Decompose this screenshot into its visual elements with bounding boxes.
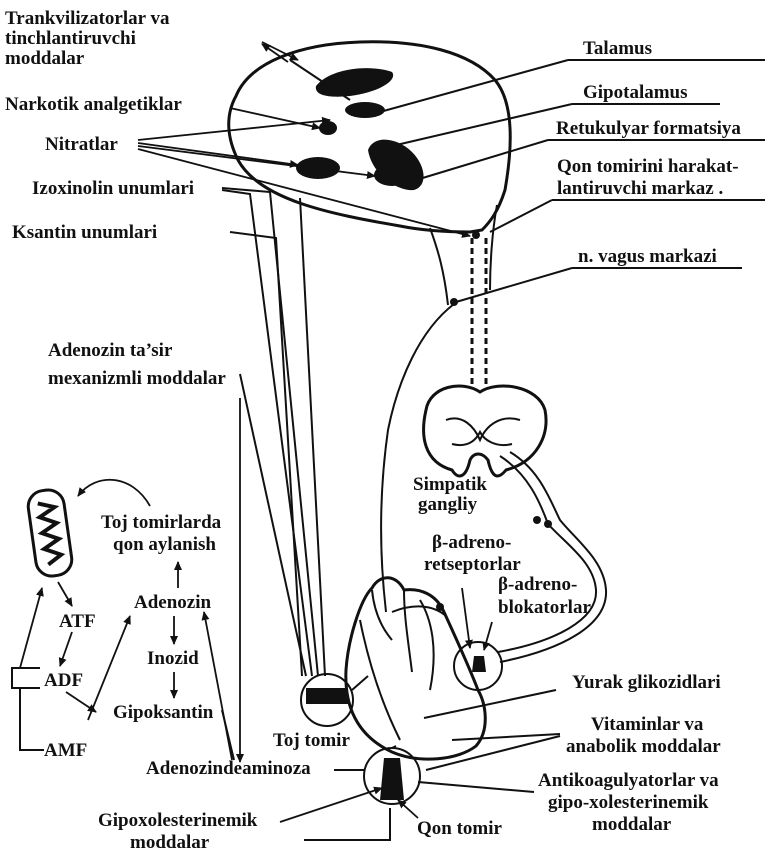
leader-yurak [424,690,556,718]
qon-tomir-vessel [380,758,404,800]
label-simpatik-2: gangliy [418,494,478,515]
label-beta-res-2: retseptorlar [424,554,521,575]
label-antikoag-3: moddalar [592,814,672,835]
heart-node [436,603,444,611]
beta-receptor-mark [472,656,486,672]
label-ksantin: Ksantin unumlari [12,222,157,243]
label-gipoxol-2: moddalar [130,832,210,853]
label-gipoxol-1: Gipoxolesterinemik [98,810,258,831]
toj-tomir-vessel [306,688,348,704]
label-retikulyar: Retukulyar formatsiya [556,118,741,139]
arrow-mito-to-atf [58,582,72,606]
label-toj-tomir: Toj tomir [273,730,350,751]
label-deaminoza: Adenozindeaminoza [146,758,311,779]
amf-bracket [12,668,40,688]
mitochondrion-cristae [38,501,62,565]
label-amf: AMF [44,740,87,761]
line-adenozin-mex [240,374,306,676]
label-talamus: Talamus [583,38,652,59]
label-yurak: Yurak glikozidlari [572,672,721,693]
gipotalamus-structure [345,102,385,118]
label-simpatik-1: Simpatik [413,474,487,495]
label-adenozin: Adenozin [134,592,212,613]
arrow-gipoxol [280,788,382,822]
label-trankvilizatorlar-3: moddalar [5,48,85,69]
leader-vitaminlar-b [426,736,560,770]
arrow-adf-to-mito [20,588,42,668]
label-antikoag-1: Antikoagulyatorlar va [538,770,719,791]
leader-antikoag [418,782,534,792]
nitrat-target-right [374,164,410,186]
heart-vessel-3 [360,620,400,740]
brain-stem [430,228,448,305]
label-gipoksantin: Gipoksantin [113,702,214,723]
line-bottom-left [304,808,390,840]
talamus-structure [316,68,393,97]
leader-retikulyar [416,140,548,180]
label-trankvilizatorlar-2: tinchlantiruvchi [5,28,136,49]
ganglion-node-1 [533,516,541,524]
narkotik-target [319,121,337,135]
heart-aorta [372,590,392,640]
label-vitaminlar-2: anabolik moddalar [566,736,721,757]
label-vitaminlar-1: Vitaminlar va [591,714,704,735]
label-qon-tomir: Qon tomir [417,818,503,839]
arrow-beta-res [462,588,470,648]
label-adf: ADF [44,670,83,691]
label-beta-res-1: β-adreno- [432,532,511,553]
label-toj-qon-2: qon aylanish [113,534,216,555]
line-gipoks-to-deaminoza [222,710,234,760]
arrow-atf-to-adf [60,632,72,666]
label-trankvilizatorlar-1: Trankvilizatorlar va [5,8,170,29]
arrow-nitrat-1 [138,120,330,140]
amf-return [20,688,44,750]
label-nitratlar: Nitratlar [45,134,118,155]
label-qon-markaz-2: lantiruvchi markaz . [557,178,723,199]
label-antikoag-2: gipo-xolesterinemik [548,792,709,813]
spinal-gray-horn [452,432,512,445]
label-qon-markaz-1: Qon tomirini harakat- [557,156,739,177]
heart-vessel-2 [420,600,434,690]
label-narkotik: Narkotik analgetiklar [5,94,182,115]
leader-talamus [380,60,568,112]
heart-vessel-1 [404,590,412,672]
toj-tomir-to-heart [352,676,368,690]
label-izoxinolin: Izoxinolin unumlari [32,178,194,199]
label-adenozin-mex-1: Adenozin ta’sir [48,340,173,361]
label-beta-blok-1: β-adreno- [498,574,577,595]
arrow-nitrat-3 [138,146,375,176]
label-gipotalamus: Gipotalamus [583,82,688,103]
label-beta-blok-2: blokatorlar [498,597,591,618]
label-vagus: n. vagus markazi [578,246,717,267]
label-adenozin-mex-2: mexanizmli moddalar [48,368,226,389]
label-toj-qon-1: Toj tomirlarda [101,512,222,533]
label-atf: ATF [59,611,96,632]
arrow-qon-tomir [398,800,418,818]
leader-gipotalamus [392,104,572,146]
ganglion-node-2 [544,520,552,528]
arrow-nitrat-2 [138,143,298,165]
label-inozid: Inozid [147,648,199,669]
arrow-toj-to-mito [78,480,150,506]
node-vagus-center [472,231,480,239]
